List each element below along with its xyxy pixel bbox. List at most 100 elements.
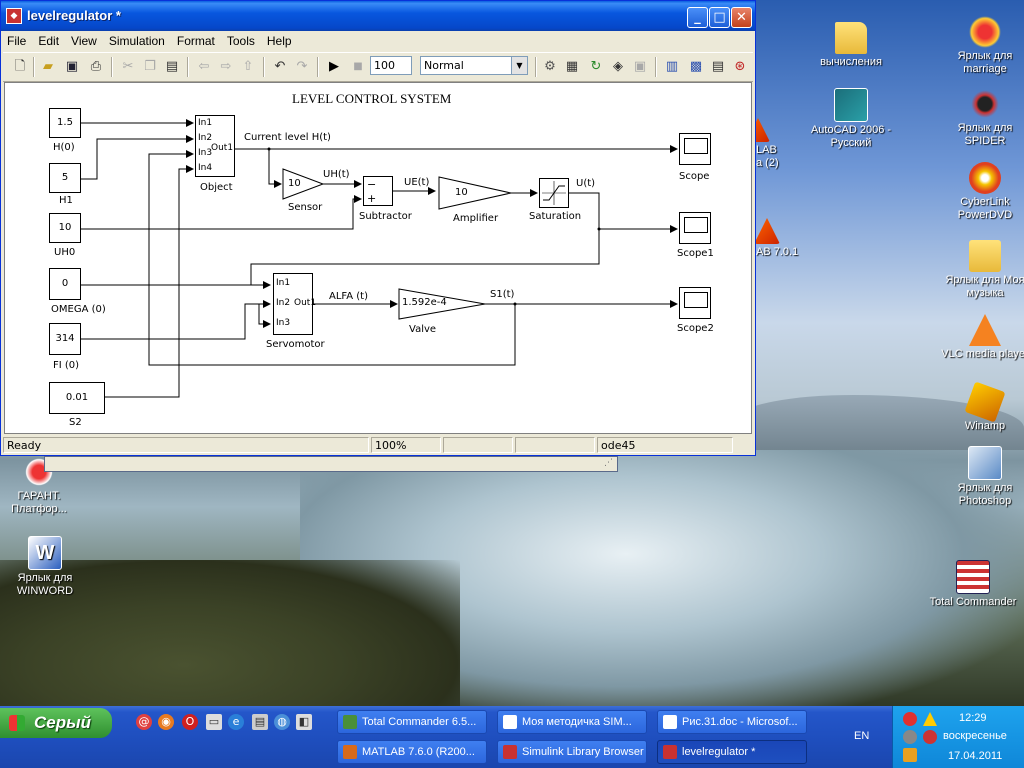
stop-icon[interactable]: ■ xyxy=(353,61,363,72)
quicklaunch-icon[interactable]: ◍ xyxy=(274,714,290,730)
total-commander-icon xyxy=(956,560,990,594)
matlab-icon xyxy=(343,745,357,759)
open-icon[interactable]: ▰ xyxy=(43,59,53,74)
antivirus-icon[interactable] xyxy=(903,712,917,726)
background-window-edge[interactable]: ⋰ xyxy=(44,456,618,472)
desktop-icon-calculations[interactable]: вычисления xyxy=(806,22,896,69)
stop-time-input[interactable]: 100 xyxy=(370,56,412,75)
constant-s2[interactable]: 0.01 xyxy=(49,382,105,414)
play-icon[interactable]: ▶ xyxy=(329,59,339,74)
library-icon[interactable]: ▦ xyxy=(565,59,579,74)
library-browser-icon[interactable]: ▥ xyxy=(665,59,679,74)
build-icon[interactable]: ⚙ xyxy=(544,59,556,74)
back-icon[interactable]: ⇦ xyxy=(198,59,210,74)
properties-icon[interactable]: ▤ xyxy=(711,59,725,74)
update-icon[interactable]: ↻ xyxy=(590,59,602,74)
chevron-down-icon[interactable]: ▼ xyxy=(511,57,527,74)
task-total-commander[interactable]: Total Commander 6.5... xyxy=(337,710,487,734)
clock-time[interactable]: 12:29 xyxy=(959,712,987,724)
saturation-block[interactable] xyxy=(539,178,569,208)
amplifier-label: Amplifier xyxy=(453,213,499,224)
menu-format[interactable]: Format xyxy=(176,34,215,48)
maximize-button[interactable]: □ xyxy=(709,7,730,28)
notepad-icon[interactable]: ▤ xyxy=(252,714,268,730)
desktop-icon-winamp[interactable]: Winamp xyxy=(940,381,1024,433)
debugger-icon[interactable]: ▣ xyxy=(633,59,647,74)
desktop-icon-powerdvd[interactable]: CyberLink PowerDVD xyxy=(940,162,1024,222)
task-word-manual[interactable]: Моя методичка SIM... xyxy=(497,710,647,734)
menu-simulation[interactable]: Simulation xyxy=(108,34,165,48)
menu-tools[interactable]: Tools xyxy=(226,34,255,48)
desktop-icon-vlc[interactable]: VLC media player xyxy=(940,314,1024,361)
desktop-icon-total-commander[interactable]: Total Commander xyxy=(928,560,1018,609)
servomotor-label: Servomotor xyxy=(266,339,325,350)
sensor-gain-shape[interactable] xyxy=(282,168,325,200)
debug-icon[interactable]: ⊛ xyxy=(734,59,746,74)
volume-icon[interactable] xyxy=(903,748,917,762)
menu-file[interactable]: File xyxy=(7,34,27,48)
cut-icon[interactable]: ✂ xyxy=(122,59,134,74)
desktop-icon-photoshop[interactable]: Ярлык для Photoshop xyxy=(940,446,1024,508)
paste-icon[interactable]: ▤ xyxy=(165,59,179,74)
constant-fi0[interactable]: 314 xyxy=(49,323,81,355)
scope-icon xyxy=(684,217,708,233)
title-bar[interactable]: ◆ levelregulator * _ □ ✕ xyxy=(1,1,755,31)
task-matlab[interactable]: MATLAB 7.6.0 (R200... xyxy=(337,740,487,764)
close-button[interactable]: ✕ xyxy=(731,7,752,28)
amplifier-gain-shape[interactable] xyxy=(438,176,512,210)
model-canvas[interactable]: LEVEL CONTROL SYSTEM 1.5 H(0) 5 H1 10 UH… xyxy=(4,82,752,434)
menu-bar: File Edit View Simulation Format Tools Help xyxy=(1,31,755,50)
menu-help[interactable]: Help xyxy=(266,34,292,48)
menu-view[interactable]: View xyxy=(71,34,97,48)
warning-icon[interactable] xyxy=(923,712,937,726)
desktop-icon-winword[interactable]: W Ярлык для WINWORD xyxy=(0,536,90,598)
desktop-icon-marriage[interactable]: Ярлык для marriage xyxy=(940,16,1024,76)
constant-label: UH0 xyxy=(54,247,76,258)
opera-icon[interactable]: O xyxy=(182,714,198,730)
internet-explorer-icon[interactable]: e xyxy=(228,714,244,730)
task-simulink-library[interactable]: Simulink Library Browser xyxy=(497,740,647,764)
object-subsystem[interactable]: In1 In2 In3 In4 Out1 xyxy=(195,115,235,177)
constant-h0[interactable]: 1.5 xyxy=(49,108,81,138)
desktop-icon-my-music[interactable]: Ярлык для Моя музыка xyxy=(940,240,1024,300)
scope-block[interactable] xyxy=(679,133,711,165)
undo-icon[interactable]: ↶ xyxy=(274,59,286,74)
constant-omega0[interactable]: 0 xyxy=(49,268,81,300)
scope2-block[interactable] xyxy=(679,287,711,319)
messenger-icon[interactable]: ◧ xyxy=(296,714,312,730)
constant-uh0[interactable]: 10 xyxy=(49,213,81,243)
constant-h1[interactable]: 5 xyxy=(49,163,81,193)
firefox-icon[interactable]: ◉ xyxy=(158,714,174,730)
copy-icon[interactable]: ❐ xyxy=(144,59,156,74)
up-icon[interactable]: ⇧ xyxy=(242,59,254,74)
minimize-button[interactable]: _ xyxy=(687,7,708,28)
explorer-icon[interactable]: ▩ xyxy=(689,59,703,74)
forward-icon[interactable]: ⇨ xyxy=(220,59,232,74)
clock-day: воскресенье xyxy=(943,730,1007,742)
task-levelregulator[interactable]: levelregulator * xyxy=(657,740,807,764)
desktop-icon-spider[interactable]: Ярлык для SPIDER xyxy=(940,88,1024,148)
scope1-block[interactable] xyxy=(679,212,711,244)
redo-icon[interactable]: ↷ xyxy=(296,59,308,74)
mail-agent-icon[interactable]: @ xyxy=(136,714,152,730)
servomotor-subsystem[interactable]: In1 In2 In3 Out1 xyxy=(273,273,316,335)
saturation-icon xyxy=(542,181,566,205)
language-indicator[interactable]: EN xyxy=(854,730,870,742)
valve-gain-shape[interactable] xyxy=(398,288,486,320)
start-button[interactable]: Серый xyxy=(0,708,112,738)
desktop-icon-autocad[interactable]: AutoCAD 2006 - Русский xyxy=(806,88,896,150)
print-icon[interactable]: ⎙ xyxy=(90,59,102,74)
save-icon[interactable]: ▣ xyxy=(65,59,79,74)
simulation-mode-select[interactable]: Normal ▼ xyxy=(420,56,528,75)
subtractor-block[interactable]: − + xyxy=(363,176,393,206)
new-icon[interactable]: 🗋 xyxy=(14,59,26,74)
desktop-icon-matlab-701[interactable]: AB 7.0.1 xyxy=(724,218,804,259)
model-explorer-icon[interactable]: ◈ xyxy=(613,59,623,74)
task-word-figure[interactable]: Рис.31.doc - Microsof... xyxy=(657,710,807,734)
menu-edit[interactable]: Edit xyxy=(38,34,60,48)
show-desktop-icon[interactable]: ▭ xyxy=(206,714,222,730)
valve-gain-value: 1.592e-4 xyxy=(402,297,447,308)
tray-app-icon[interactable] xyxy=(923,730,937,744)
network-icon[interactable] xyxy=(903,730,917,744)
resize-grip-icon[interactable]: ⋰ xyxy=(604,458,613,468)
